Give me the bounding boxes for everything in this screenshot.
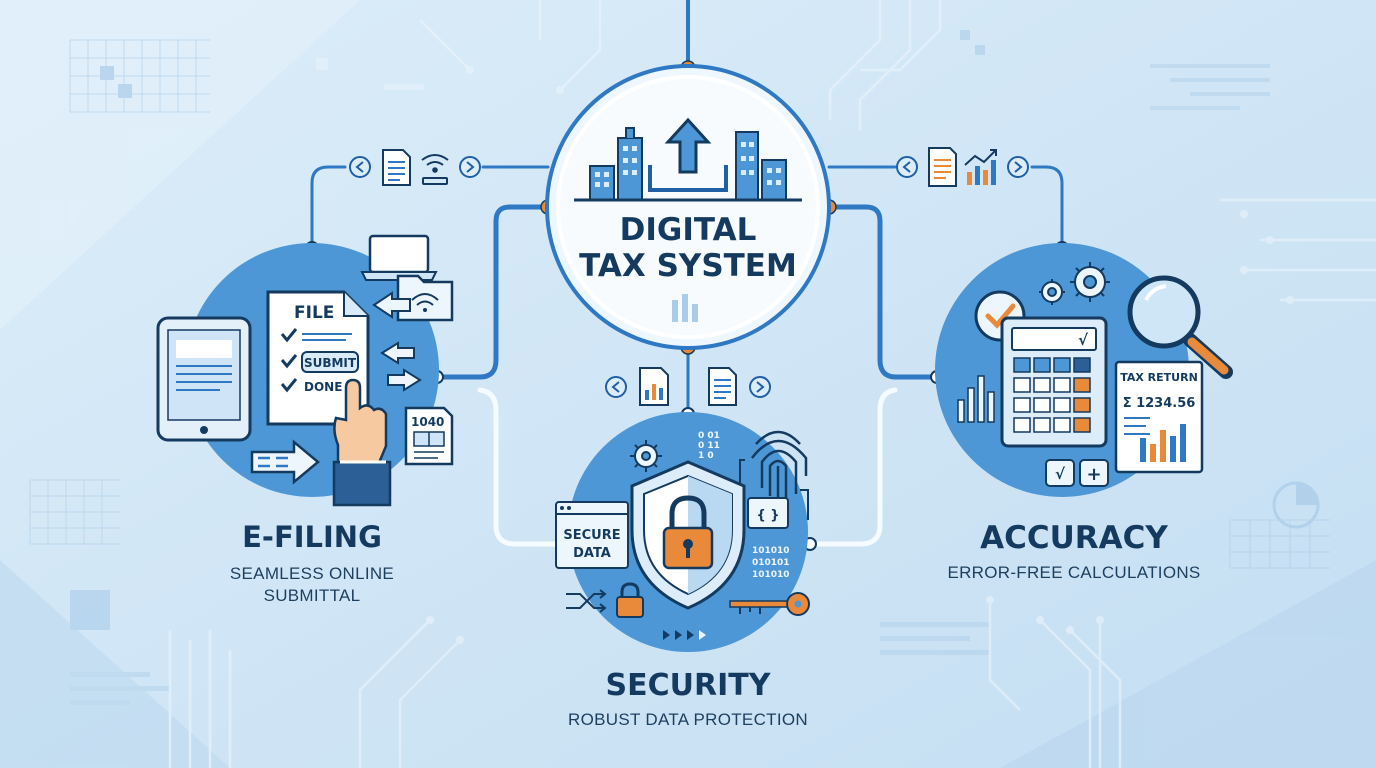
arrow-right-big-icon [250,439,320,485]
gears-icon [1039,262,1110,305]
hub-title-line-1: DIGITAL [620,212,757,248]
wifi-folder-icon [396,274,454,322]
security-nav-strip [605,367,771,406]
accuracy-title: ACCURACY [980,520,1168,556]
efiling-circle: FILE SUBMIT DONE 1040 [156,234,454,507]
plus-key: + [1086,464,1101,485]
calculator-icon: √ [1000,316,1108,448]
chevron-right-icon [749,376,771,398]
magnifier-icon [1127,275,1233,379]
chevron-right-icon [1007,156,1029,178]
accuracy-circle: √ TAX RETURN [935,243,1233,497]
shuffle-arrows-icon [566,589,607,613]
efiling-nav-strip [349,149,481,186]
document-icon [708,367,737,406]
growth-chart-icon [964,149,997,185]
code-braces: { } [756,508,779,523]
secure-data-line-1: SECURE [563,528,620,543]
secure-data-line-2: DATA [573,546,611,561]
chevron-right-icon [459,156,481,178]
laptop-icon [360,234,438,281]
mini-bar-chart-icon [957,375,995,423]
math-keys: √ + [1045,459,1109,487]
report-chart-icon [639,367,669,406]
sqrt-key: √ [1055,465,1066,483]
padlock-icon [662,495,714,570]
svg-text:1 0: 1 0 [698,451,714,461]
key-icon [729,592,810,616]
svg-text:101010: 101010 [752,570,790,580]
small-lock-icon [616,582,644,618]
secure-data-panel: SECURE DATA [555,501,629,569]
report-document-icon [928,147,957,187]
gear-icon [630,440,662,472]
form-number: 1040 [411,415,444,429]
efiling-subtitle-line-2: SUBMITTAL [263,586,361,605]
efiling-subtitle-line-1: SEAMLESS ONLINE [229,564,395,583]
city-skyline-icon [574,127,802,202]
connector-lines [310,0,1064,547]
form-1040-icon: 1040 [404,406,454,466]
tax-return-value: Σ 1234.56 [1123,396,1196,411]
svg-text:010101: 010101 [752,558,790,568]
document-icon [382,149,411,186]
accuracy-subtitle: ERROR-FREE CALCULATIONS [947,563,1201,582]
calculator-display: √ [1078,331,1089,349]
doc-heading: FILE [294,303,334,323]
tax-return-heading: TAX RETURN [1120,371,1198,384]
arrow-exchange-icon [380,341,422,392]
security-circle: 0 01 0 11 1 0 01010 101010 010101 101010… [555,412,810,652]
svg-text:0 01: 0 01 [698,431,720,441]
security-subtitle: ROBUST DATA PROTECTION [568,710,808,729]
arrow-left-icon [372,291,411,319]
upload-icon [648,117,728,192]
hand-pointer-icon [332,378,392,507]
hub-digital-tax-system: DIGITAL TAX SYSTEM [545,64,831,350]
chevron-left-icon [896,156,918,178]
svg-text:0 11: 0 11 [698,441,720,451]
svg-text:101010: 101010 [752,546,790,556]
mini-bar-icon [672,294,698,322]
fingerprint-icon [751,430,808,504]
hub-title-line-2: TAX SYSTEM [579,248,797,284]
done-label: DONE [304,380,342,394]
efiling-title: E-FILING [242,520,382,554]
chevron-left-icon [349,156,371,178]
code-braces-panel: { } [747,497,789,529]
submit-button [301,351,359,373]
chevron-left-icon [605,376,627,398]
tax-return-document: TAX RETURN Σ 1234.56 [1114,360,1204,474]
wifi-router-icon [421,154,449,185]
accuracy-nav-strip [896,147,1029,187]
submit-label: SUBMIT [304,356,357,370]
document-form: FILE SUBMIT DONE [266,290,370,426]
security-title: SECURITY [605,668,771,703]
tablet-icon [156,316,252,442]
forward-chevrons-icon [663,630,706,640]
